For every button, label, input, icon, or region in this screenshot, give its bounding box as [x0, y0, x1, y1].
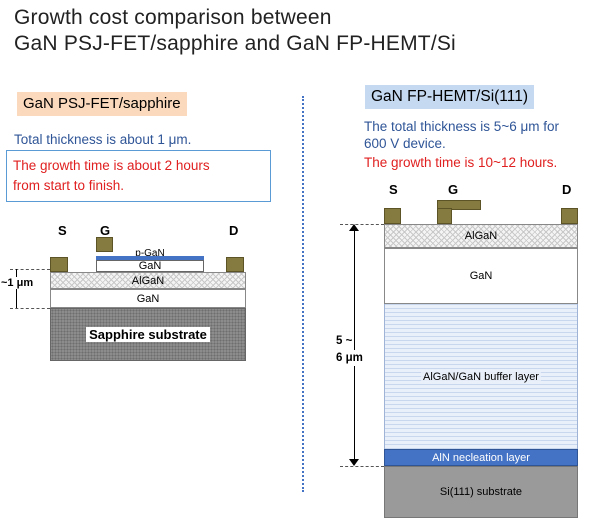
left-algan-label: AlGaN	[131, 274, 165, 287]
left-device-tag: GaN PSJ-FET/sapphire	[17, 92, 187, 116]
left-time-note-1: The growth time is about 2 hours	[13, 158, 210, 173]
left-dim-top-line	[10, 269, 50, 270]
right-buffer-layer: AlGaN/GaN buffer layer	[384, 304, 578, 449]
right-substrate-layer: Si(111) substrate	[384, 466, 578, 518]
left-pgan-label: p-GaN	[135, 247, 165, 259]
left-source-contact	[50, 257, 68, 272]
right-algan-label: AlGaN	[464, 230, 498, 242]
left-dim-label: ~1 μm	[1, 277, 34, 289]
right-field-plate	[437, 200, 481, 210]
left-thickness-note: Total thickness is about 1 μm.	[14, 132, 192, 147]
right-thickness-note-1: The total thickness is 5~6 μm for	[364, 119, 559, 134]
right-dim-label-1: 5 ~	[336, 333, 353, 349]
left-substrate-layer: Sapphire substrate	[50, 308, 246, 361]
left-time-box: The growth time is about 2 hours from st…	[6, 150, 271, 202]
right-dim-arrow	[354, 226, 355, 464]
left-drain-contact	[226, 257, 244, 272]
left-time-note-2: from start to finish.	[13, 178, 125, 193]
right-dim-top-line	[340, 224, 384, 225]
left-source-label: S	[58, 223, 67, 238]
right-source-contact	[384, 208, 401, 224]
right-device-tag: GaN FP-HEMT/Si(111)	[365, 85, 535, 109]
left-dim-bottom-line	[10, 308, 50, 309]
right-drain-contact	[561, 208, 578, 224]
right-substrate-label: Si(111) substrate	[439, 486, 523, 498]
left-gan-top-layer: GaN	[96, 260, 204, 272]
right-algan-layer: AlGaN	[384, 224, 578, 248]
left-gan-top-label: GaN	[138, 260, 162, 272]
slide-title-line2: GaN PSJ-FET/sapphire and GaN FP-HEMT/Si	[14, 32, 456, 55]
right-gate-label: G	[448, 182, 459, 197]
left-gan-label: GaN	[136, 292, 160, 305]
right-buffer-label: AlGaN/GaN buffer layer	[421, 370, 541, 383]
right-drain-label: D	[562, 182, 572, 197]
left-drain-label: D	[229, 223, 239, 238]
right-dim-arrowhead-bottom	[349, 459, 359, 466]
right-nucleation-label: AlN necleation layer	[432, 451, 530, 464]
right-gate-contact	[437, 208, 452, 224]
right-gan-label: GaN	[469, 270, 493, 282]
left-substrate-label: Sapphire substrate	[86, 327, 210, 342]
right-time-note: The growth time is 10~12 hours.	[364, 155, 558, 170]
right-dim-arrowhead-top	[349, 224, 359, 231]
left-gan-layer: GaN	[50, 289, 246, 308]
right-dim-label-2: 6 μm	[336, 350, 363, 366]
right-gan-layer: GaN	[384, 248, 578, 304]
right-thickness-note-2: 600 V device.	[364, 136, 446, 151]
left-gate-label: G	[100, 223, 111, 238]
divider	[302, 96, 304, 492]
right-source-label: S	[389, 182, 398, 197]
slide-title-line1: Growth cost comparison between	[14, 6, 332, 29]
left-gate-contact	[96, 237, 113, 252]
right-nucleation-layer: AlN necleation layer	[384, 449, 578, 466]
right-dim-bottom-line	[340, 466, 384, 467]
left-algan-layer: AlGaN	[50, 272, 246, 289]
left-pgan-layer	[96, 256, 204, 260]
